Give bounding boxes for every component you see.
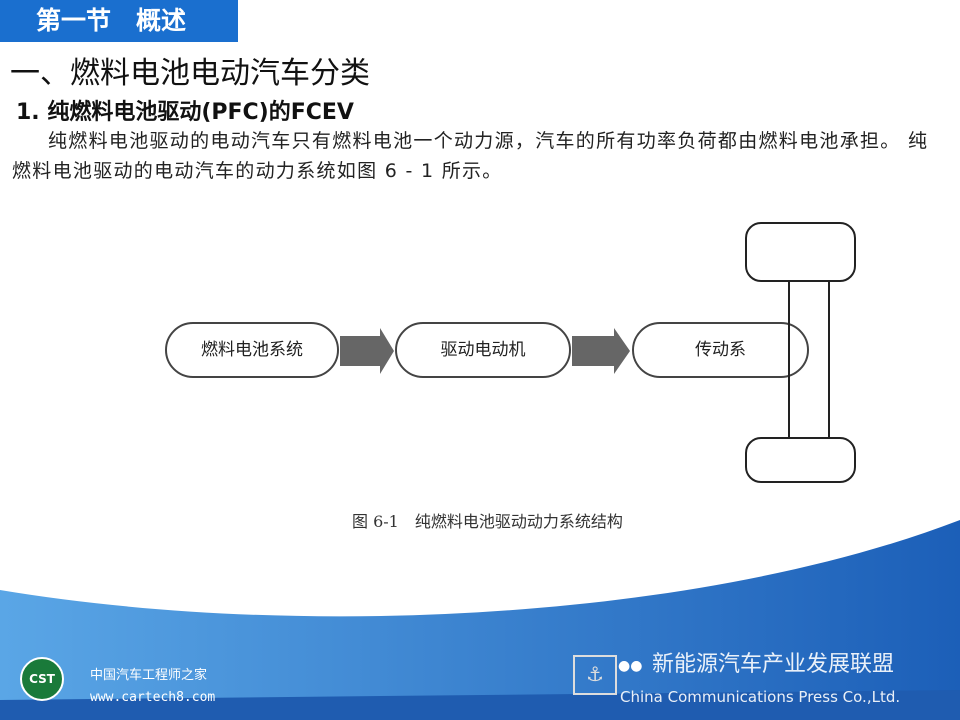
watermark-cn: 新能源汽车产业发展联盟 bbox=[652, 652, 895, 677]
wheel-bottom bbox=[745, 437, 856, 483]
fuel-cell-system-box: 燃料电池系统 bbox=[165, 322, 339, 378]
publisher-name: China Communications Press Co.,Ltd. bbox=[620, 688, 901, 706]
wheel-top bbox=[745, 222, 856, 282]
body-paragraph: 纯燃料电池驱动的电动汽车只有燃料电池一个动力源，汽车的所有功率负荷都由燃料电池承… bbox=[12, 130, 929, 182]
site-url: www.cartech8.com bbox=[90, 690, 216, 705]
axle-line bbox=[788, 280, 790, 440]
axle-line bbox=[828, 280, 830, 440]
cst-logo: CST bbox=[20, 657, 64, 701]
drivetrain-box: 传动系 bbox=[632, 322, 809, 378]
section-tab: 第一节 概述 bbox=[0, 0, 238, 42]
drive-motor-box: 驱动电动机 bbox=[395, 322, 571, 378]
figure-caption: 图 6-1 纯燃料电池驱动动力系统结构 bbox=[352, 512, 623, 531]
press-logo-icon: ⚓ bbox=[573, 655, 617, 695]
wechat-icon: ●● bbox=[618, 658, 643, 674]
subheading: 1. 纯燃料电池驱动(PFC)的FCEV bbox=[16, 100, 354, 125]
page-title: 一、燃料电池电动汽车分类 bbox=[10, 56, 370, 91]
site-name: 中国汽车工程师之家 bbox=[90, 668, 208, 683]
